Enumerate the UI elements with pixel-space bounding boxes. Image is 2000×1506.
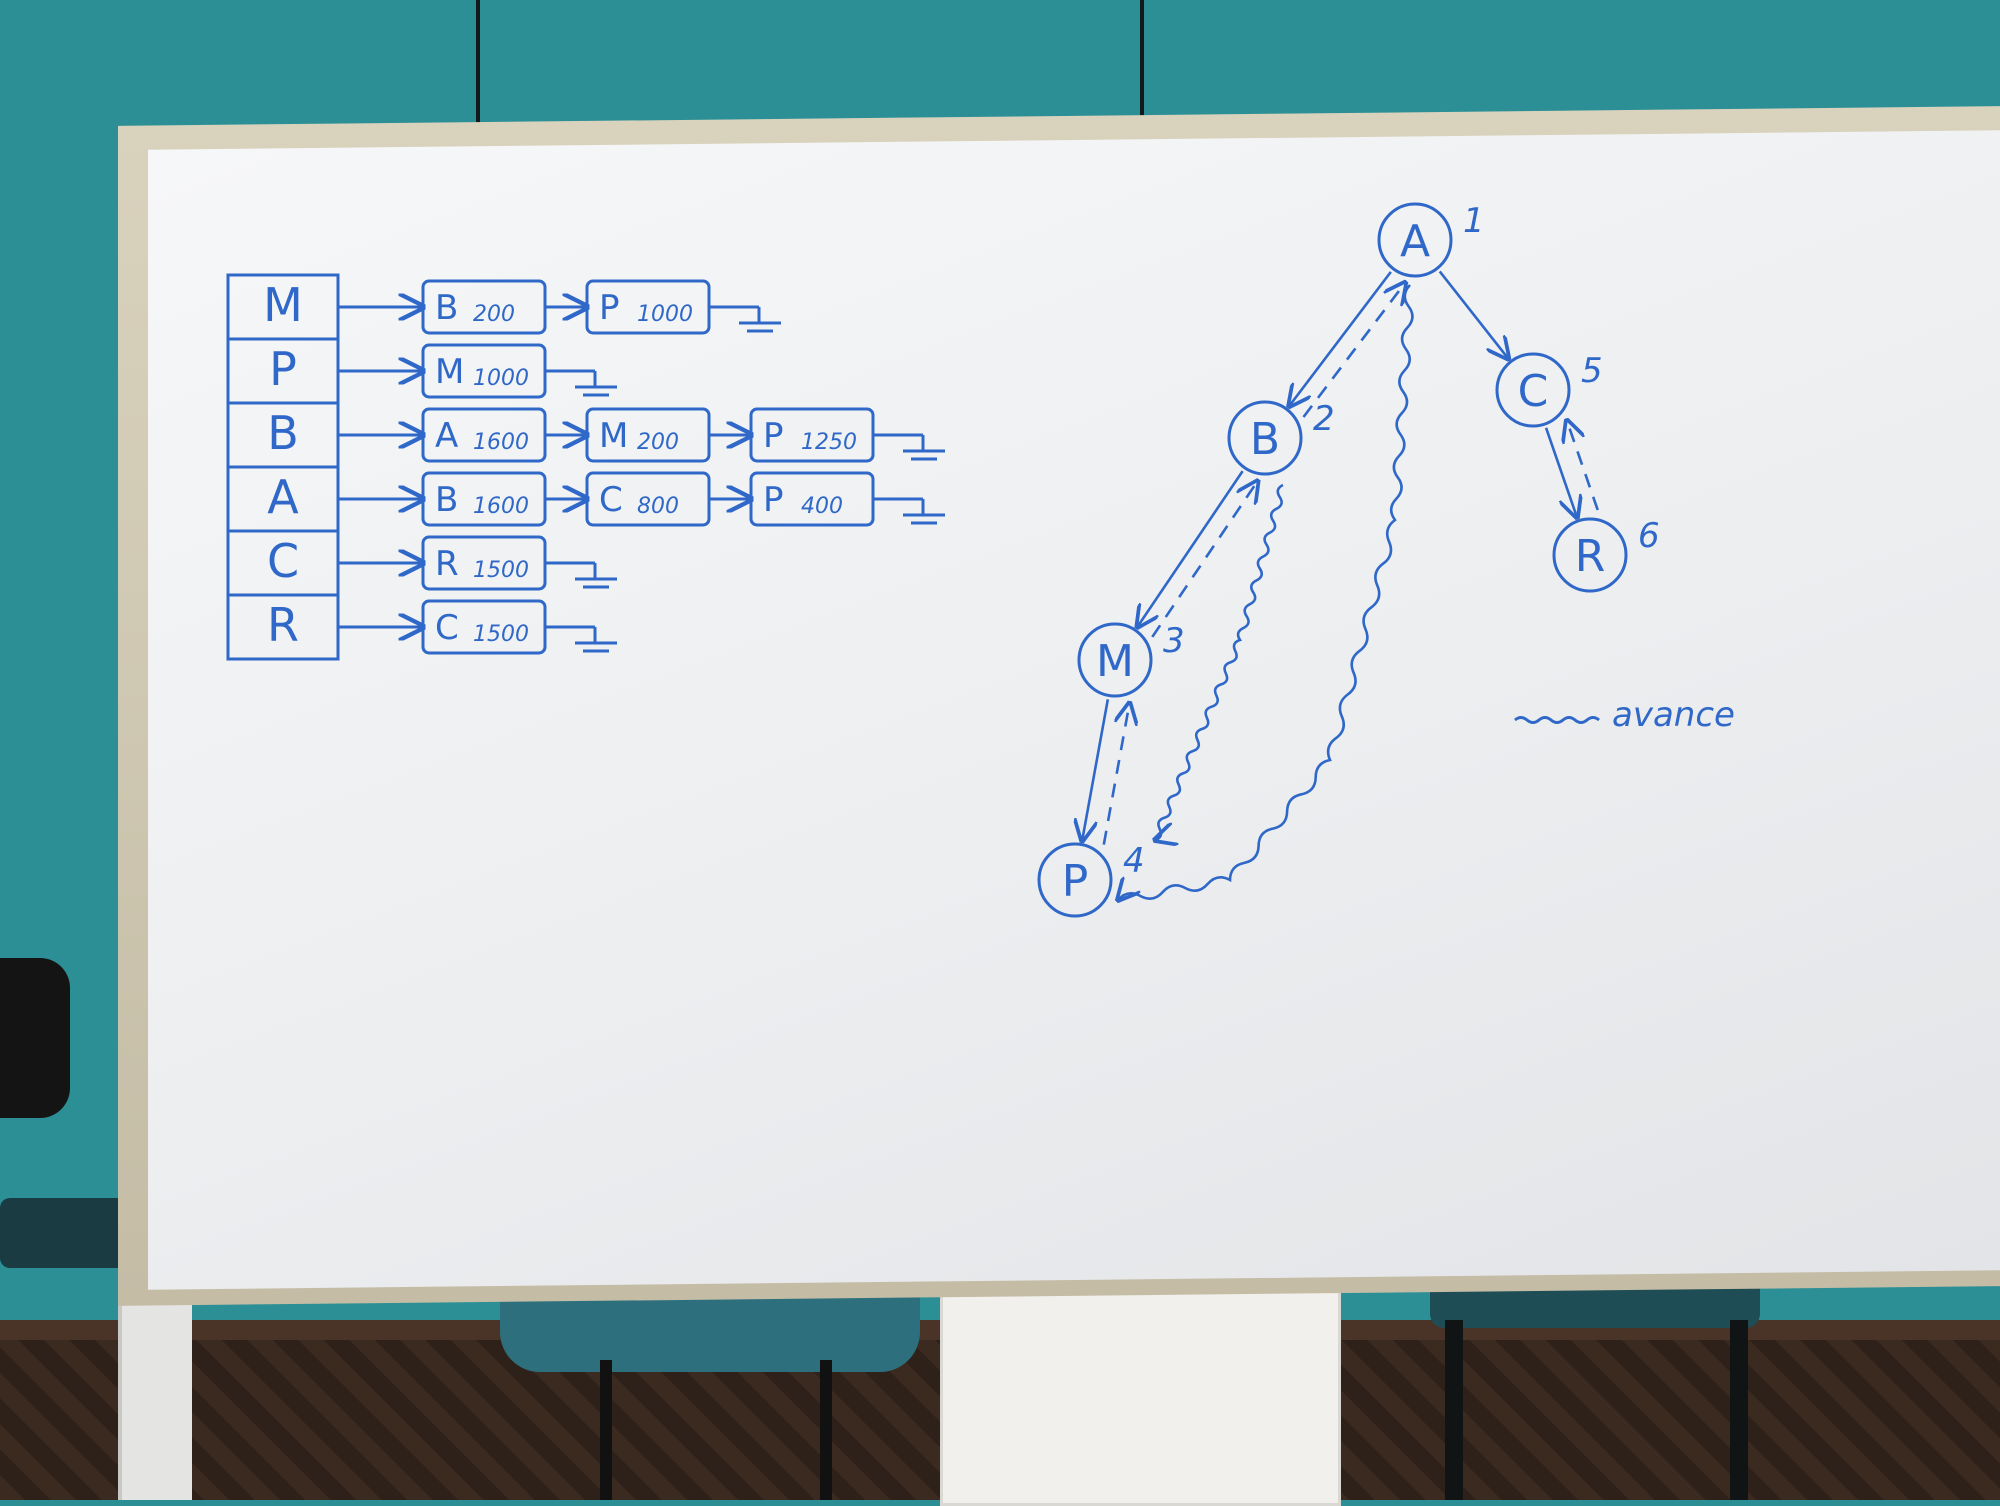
list-node-label: P — [599, 288, 620, 328]
list-node-weight: 1000 — [473, 366, 529, 391]
wall-cable-right — [1140, 0, 1144, 130]
tree-edge — [1438, 270, 1509, 358]
table-cell-label: R — [267, 598, 299, 652]
null-ground-icon — [709, 305, 781, 333]
graph-node-label: B — [1250, 414, 1280, 465]
stool-leg — [1445, 1320, 1463, 1500]
graph-node-circle — [1227, 400, 1303, 476]
wall-cable-left — [476, 0, 480, 140]
graph-node-order: 3 — [1163, 621, 1185, 661]
backpack — [0, 958, 70, 1118]
graph-node-circle — [1077, 622, 1153, 698]
list-node-weight: 1250 — [801, 430, 857, 455]
legend-wavy-line-icon — [1514, 716, 1600, 724]
graph-node-order: 2 — [1313, 399, 1335, 439]
null-ground-icon — [545, 625, 617, 653]
tree-edge — [1289, 271, 1392, 406]
graph-node-label: R — [1575, 531, 1606, 582]
null-ground-icon — [545, 561, 617, 589]
stool-leg — [1730, 1320, 1748, 1500]
list-node-label: A — [435, 416, 458, 456]
null-ground-icon — [545, 369, 617, 397]
table-cell-label: C — [267, 534, 299, 588]
list-node-weight: 200 — [473, 302, 515, 327]
graph-edges — [1082, 270, 1599, 900]
return-edge — [1302, 283, 1406, 418]
graph-node-circle — [1552, 517, 1628, 593]
list-node-label: R — [435, 544, 459, 584]
wavy-edge-a-p — [1118, 284, 1414, 900]
list-node-weight: 1500 — [473, 622, 529, 647]
tree-edge — [1544, 427, 1577, 517]
legend: avance — [1514, 695, 1735, 735]
null-ground-icon — [873, 433, 945, 461]
return-edge — [1102, 703, 1130, 845]
graph-node-label: M — [1096, 636, 1134, 687]
wavy-edge-b-p — [1155, 483, 1284, 840]
list-node-weight: 800 — [637, 494, 679, 519]
list-node-label: P — [763, 480, 784, 520]
list-node-label: P — [763, 416, 784, 456]
graph-node-label: A — [1400, 216, 1430, 267]
list-node-weight: 1600 — [473, 430, 529, 455]
chair-leg — [820, 1360, 832, 1500]
list-node-weight: 1000 — [637, 302, 693, 327]
list-node-weight: 1600 — [473, 494, 529, 519]
return-edge — [1151, 481, 1257, 638]
table-cell-label: M — [263, 278, 303, 332]
list-node-label: B — [435, 288, 458, 328]
chair-leg — [600, 1360, 612, 1500]
graph-node-order: 5 — [1581, 351, 1603, 391]
graph-node-circle — [1377, 202, 1453, 278]
list-node-label: B — [435, 480, 458, 520]
tree-edge — [1082, 699, 1110, 840]
list-node-label: M — [435, 352, 464, 392]
graph-node-order: 4 — [1123, 841, 1145, 881]
table-cell-label: A — [267, 470, 299, 524]
graph-node-order: 6 — [1638, 516, 1660, 556]
list-node-label: C — [435, 608, 459, 648]
tree-edge — [1137, 470, 1244, 627]
graph-node-order: 1 — [1463, 201, 1485, 241]
return-edge — [1567, 421, 1599, 511]
list-node-label: C — [599, 480, 623, 520]
list-node-weight: 200 — [637, 430, 679, 455]
list-node-weight: 1500 — [473, 558, 529, 583]
list-node-weight: 400 — [801, 494, 843, 519]
list-node-label: M — [599, 416, 628, 456]
graph-node-circle — [1037, 842, 1113, 918]
graph-node-label: C — [1518, 366, 1549, 417]
null-ground-icon — [873, 497, 945, 525]
graph-node-label: P — [1062, 856, 1089, 907]
table-cell-label: B — [267, 406, 299, 460]
table-cell-label: P — [269, 342, 297, 396]
legend-label: avance — [1612, 695, 1735, 735]
graph-node-circle — [1495, 352, 1571, 428]
